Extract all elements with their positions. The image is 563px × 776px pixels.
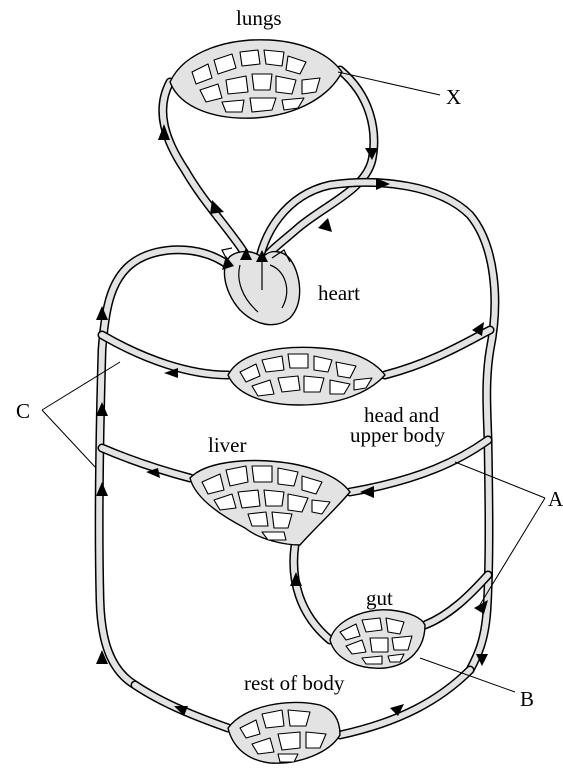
artery-to-body: [340, 670, 470, 735]
capillary-beds: [170, 40, 425, 763]
label-a: A: [548, 487, 563, 511]
arrow-2: [210, 200, 224, 214]
label-x: X: [446, 85, 461, 109]
leader-b: [420, 658, 515, 692]
label-lungs: lungs: [236, 6, 282, 30]
head-upper-body-capillary-bed: [228, 347, 385, 405]
gut-capillary-bed: [330, 610, 425, 668]
artery-to-head: [385, 330, 490, 375]
artery-to-gut: [425, 575, 488, 625]
vein-from-head: [102, 335, 228, 375]
arrow-4: [318, 218, 332, 232]
rest-of-body-capillary-bed: [228, 702, 340, 763]
leader-c-bottom: [42, 410, 96, 468]
lungs-capillary-bed: [170, 40, 342, 118]
label-heart: heart: [318, 281, 360, 305]
label-liver: liver: [208, 433, 246, 457]
label-gut: gut: [366, 586, 393, 610]
leader-a-top: [455, 462, 545, 498]
label-upper-body: upper body: [350, 423, 446, 447]
leader-c-top: [42, 362, 120, 410]
label-b: B: [520, 687, 534, 711]
label-rest-of-body: rest of body: [244, 671, 345, 695]
label-c: C: [16, 399, 30, 423]
hepatic-vein: [102, 448, 190, 478]
hepatic-artery: [350, 440, 488, 492]
liver-capillary-bed: [190, 461, 350, 545]
hepatic-portal-vein: [294, 545, 330, 640]
